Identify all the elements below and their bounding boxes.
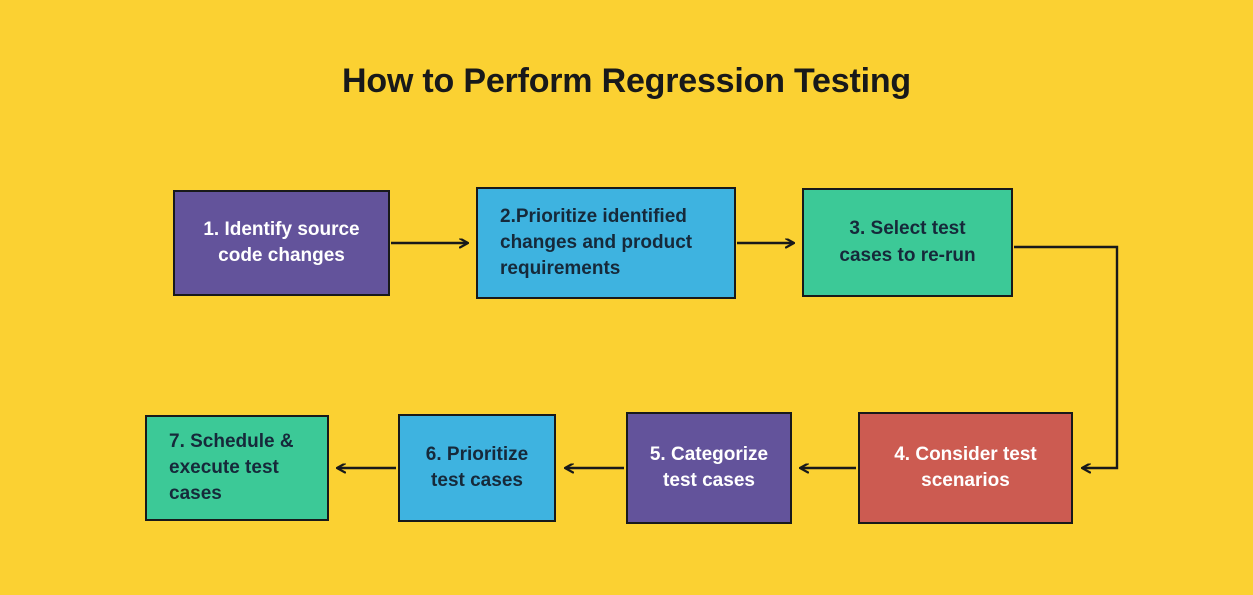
node-step-6[interactable]: 6. Prioritize test cases: [398, 414, 556, 522]
node-step-5[interactable]: 5. Categorize test cases: [626, 412, 792, 524]
node-step-1[interactable]: 1. Identify source code changes: [173, 190, 390, 296]
node-step-1-label: 1. Identify source code changes: [203, 218, 360, 266]
node-step-4-label: 4. Consider test scenarios: [894, 443, 1037, 491]
node-step-5-label: 5. Categorize test cases: [649, 443, 769, 491]
page-title: How to Perform Regression Testing: [342, 62, 911, 100]
node-step-4[interactable]: 4. Consider test scenarios: [858, 412, 1073, 524]
node-step-6-label: 6. Prioritize test cases: [425, 443, 529, 491]
node-step-2-label: 2.Prioritize identified changes and prod…: [500, 205, 693, 280]
node-step-3-label: 3. Select test cases to re-run: [839, 218, 976, 266]
node-step-2[interactable]: 2.Prioritize identified changes and prod…: [476, 187, 736, 299]
node-step-3[interactable]: 3. Select test cases to re-run: [802, 188, 1013, 297]
node-step-7-label: 7. Schedule & execute test cases: [169, 430, 294, 505]
node-step-7[interactable]: 7. Schedule & execute test cases: [145, 415, 329, 521]
